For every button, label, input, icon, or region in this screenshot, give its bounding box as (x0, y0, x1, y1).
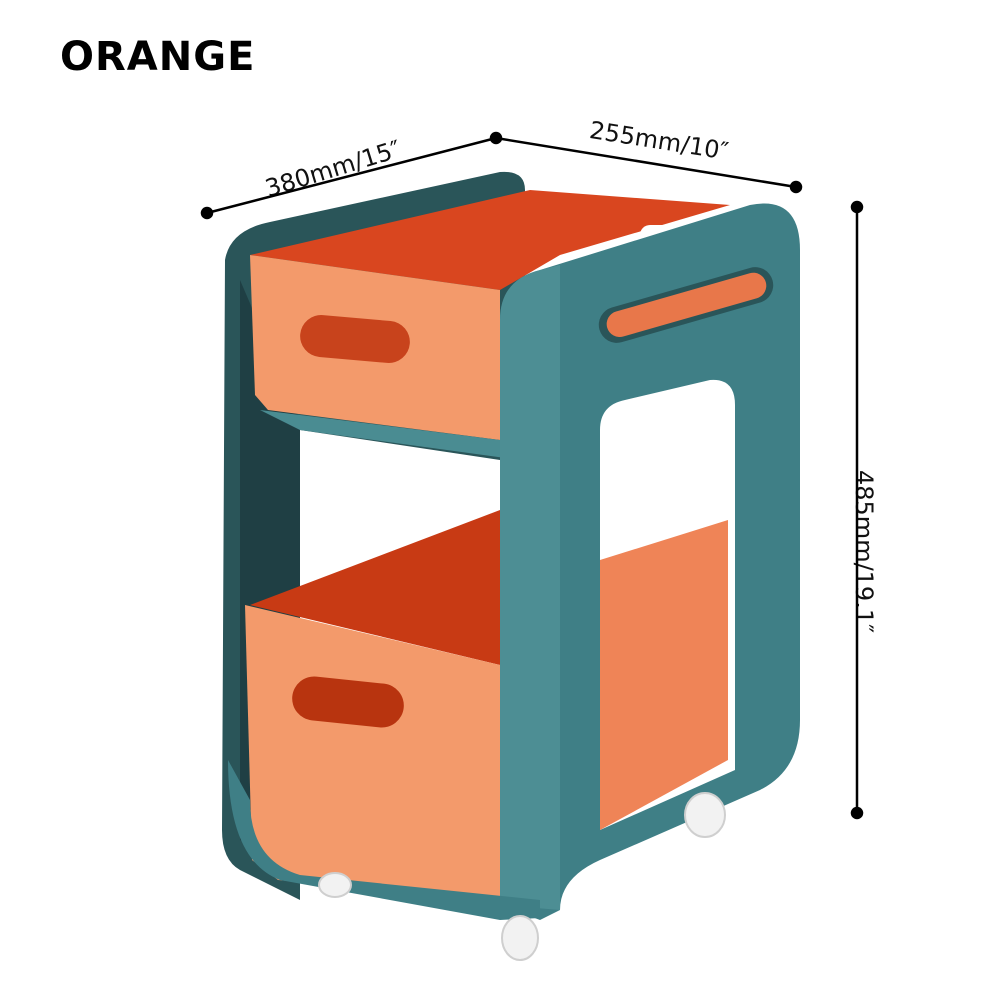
cart-front-frame (228, 203, 800, 920)
dimension-lines (200, 131, 864, 820)
caster-wheels (318, 792, 726, 961)
middle-shelf (260, 410, 520, 460)
product-color-title: ORANGE (60, 34, 256, 80)
upper-basket (250, 190, 730, 440)
